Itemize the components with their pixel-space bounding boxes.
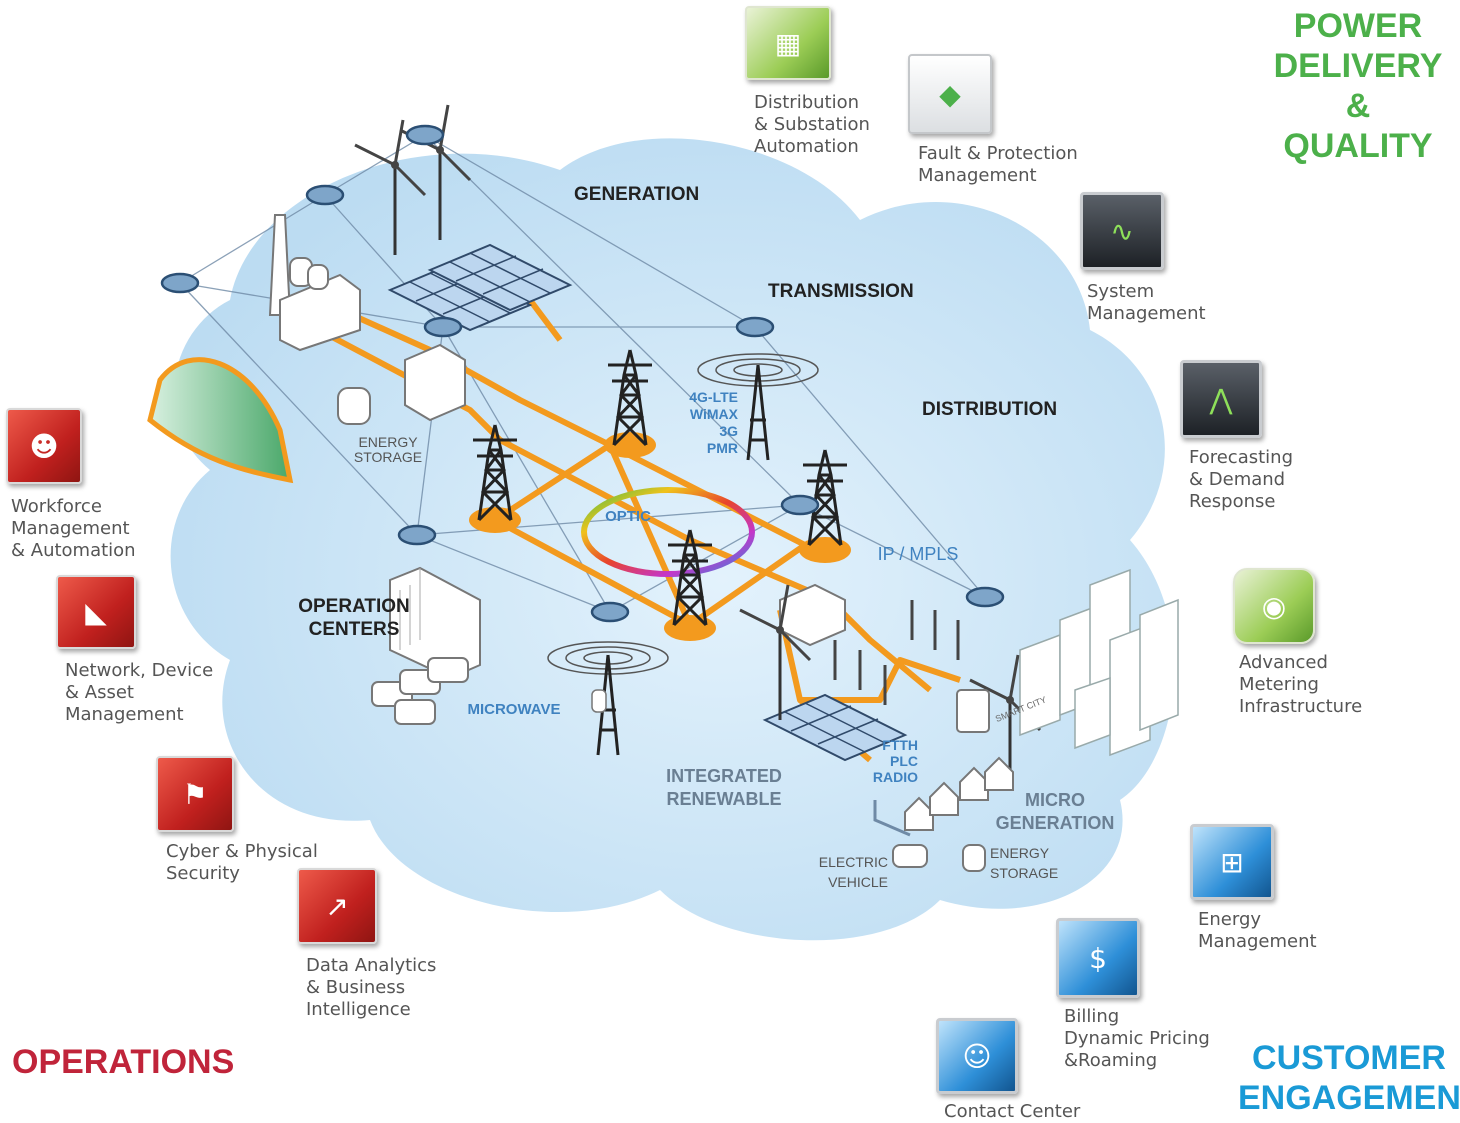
distribution-automation-label: Distribution & Substation Automation [754, 92, 870, 157]
fault-protection-icon: ◆ [908, 54, 992, 134]
power-delivery-heading: POWER DELIVERY & QUALITY [1273, 7, 1443, 165]
billing-icon: $ [1056, 918, 1140, 998]
billing-label: Billing Dynamic Pricing &Roaming [1064, 1006, 1210, 1071]
workforce-label: Workforce Management & Automation [11, 496, 136, 561]
energy-storage-tank [337, 387, 371, 425]
ip-mpls-label: IP / MPLS [878, 544, 959, 564]
fault-protection-label: Fault & Protection Management [918, 143, 1078, 186]
operations-heading: OPERATIONS [12, 1043, 235, 1081]
distribution-automation-icon: ▦ [745, 6, 831, 80]
analytics-icon: ↗ [297, 868, 377, 944]
energy-management-label: Energy Management [1198, 909, 1317, 952]
energy-tablet-icon: ⊞ [1190, 824, 1274, 900]
security-icon: ⚑ [156, 756, 234, 832]
analytics-label: Data Analytics & Business Intelligence [306, 955, 437, 1020]
network-asset-label: Network, Device & Asset Management [65, 660, 214, 725]
service-vans [371, 657, 469, 725]
forecasting-chart-icon: ⋀ [1180, 360, 1262, 438]
system-management-label: System Management [1087, 281, 1206, 324]
system-management-icon: ∿ [1080, 192, 1164, 270]
wireless-tower-transmission [697, 353, 819, 461]
workforce-icon: ☻ [6, 408, 82, 484]
smart-city-buildings [1019, 568, 1179, 757]
forecasting-label: Forecasting & Demand Response [1189, 447, 1294, 512]
operation-center-building [389, 566, 481, 680]
smart-meter-box [956, 689, 990, 733]
zone-transmission: TRANSMISSION [768, 281, 914, 302]
optic-label: OPTIC [605, 508, 651, 525]
network-asset-icon: ◣ [56, 575, 136, 649]
hydro-dam [147, 357, 294, 484]
grid-cloud [170, 138, 1175, 941]
customer-engagement-heading: CUSTOMER ENGAGEMENT [1238, 1039, 1460, 1117]
security-label: Cyber & Physical Security [166, 841, 318, 884]
power-plant [268, 214, 361, 352]
microwave-label: MICROWAVE [467, 701, 560, 718]
smart-meter-label: Advanced Metering Infrastructure [1239, 652, 1363, 717]
contact-center-icon: ☺ [936, 1018, 1018, 1094]
zone-generation: GENERATION [574, 184, 699, 205]
micro-energy-storage [962, 844, 986, 872]
optic-ring [581, 487, 755, 577]
contact-center-label: Contact Center [944, 1101, 1081, 1122]
electric-vehicle [892, 844, 928, 868]
wireless-tower-microwave [547, 641, 669, 756]
smart-meter-icon: ◉ [1233, 568, 1315, 644]
zone-distribution: DISTRIBUTION [922, 399, 1057, 420]
substation-gen [404, 343, 466, 422]
distribution-poles [833, 600, 960, 705]
